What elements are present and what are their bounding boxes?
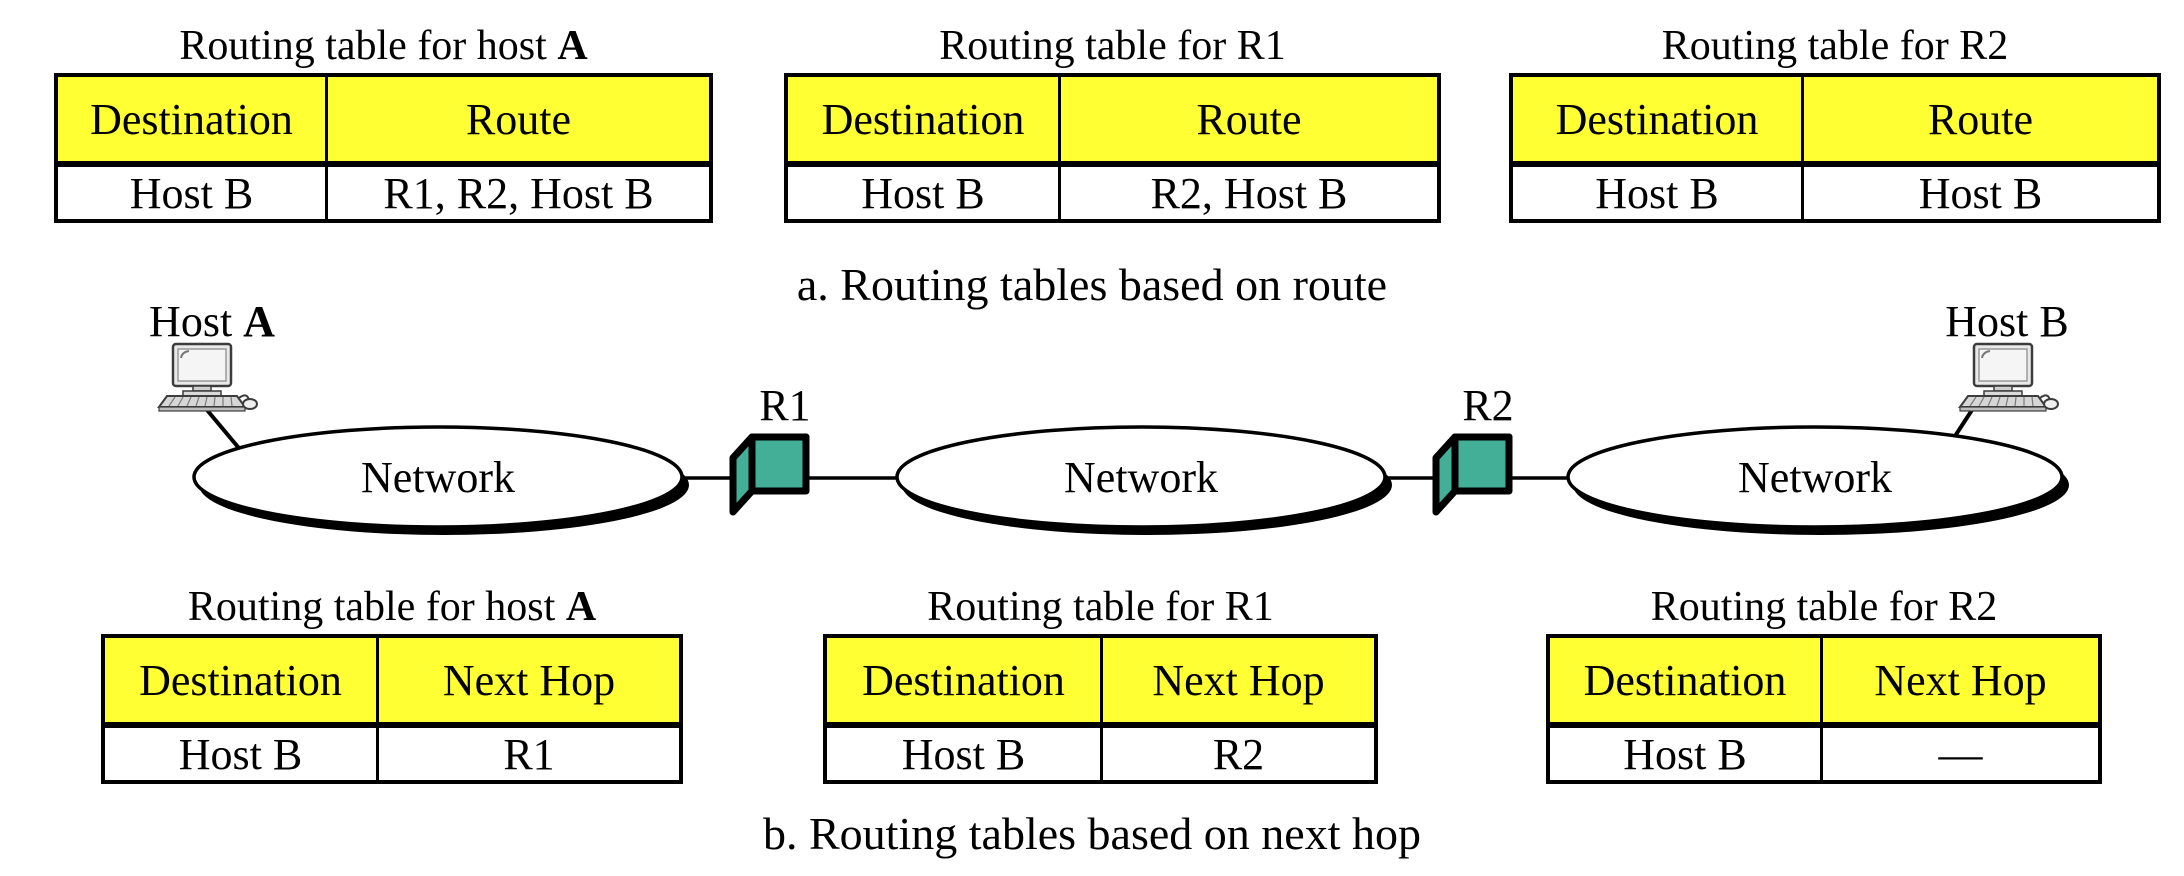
table-title: Routing table for host A [54, 24, 713, 73]
table: Destination Next Hop Host B — [1546, 634, 2102, 784]
cell-destination: Host B [105, 728, 379, 780]
cell-destination: Host B [788, 167, 1061, 219]
table-title: Routing table for R1 [784, 24, 1441, 73]
computer-icon-hostA [157, 342, 259, 413]
header-destination: Destination [1550, 638, 1823, 728]
header-route: Route [1061, 77, 1437, 167]
table-title-text: Routing table for R1 [939, 23, 1286, 69]
label-host-b: Host B [1945, 297, 2069, 346]
table-title: Routing table for R2 [1509, 24, 2161, 73]
table-title-text: Routing table for host [179, 23, 558, 69]
table: Destination Next Hop Host B R2 [823, 634, 1378, 784]
table-title-bold: A [557, 23, 588, 69]
table-title: Routing table for R1 [823, 585, 1378, 634]
label-router-r1: R1 [759, 381, 811, 430]
caption-a: a. Routing tables based on route [796, 259, 1388, 310]
table-title: Routing table for host A [101, 585, 683, 634]
table-title: Routing table for R2 [1546, 585, 2102, 634]
routing-table-nexthop-R1: Routing table for R1 Destination Next Ho… [823, 585, 1378, 784]
label-host-a: Host A [62, 296, 362, 348]
cell-destination: Host B [827, 728, 1103, 780]
routing-table-nexthop-R2: Routing table for R2 Destination Next Ho… [1546, 585, 2102, 784]
header-next-hop: Next Hop [379, 638, 679, 728]
header-destination: Destination [1513, 77, 1804, 167]
cell-route: R1, R2, Host B [328, 167, 709, 219]
routing-table-nexthop-hostA: Routing table for host A Destination Nex… [101, 585, 683, 784]
table-title-text: Routing table for R2 [1650, 584, 1998, 630]
cell-next-hop: R2 [1103, 728, 1374, 780]
header-next-hop: Next Hop [1823, 638, 2098, 728]
cell-destination: Host B [1550, 728, 1823, 780]
label-host-a-text: Host [149, 297, 244, 346]
label-network-1: Network [361, 453, 515, 502]
cell-next-hop: — [1823, 728, 2098, 780]
header-destination: Destination [827, 638, 1103, 728]
label-network-2: Network [1064, 453, 1218, 502]
cell-route: Host B [1804, 167, 2157, 219]
caption-b: b. Routing tables based on next hop [763, 808, 1421, 859]
label-network-3: Network [1738, 453, 1892, 502]
network-ellipse-3 [1566, 425, 2069, 535]
router-R2-icon [1436, 437, 1509, 512]
cell-next-hop: R1 [379, 728, 679, 780]
cell-destination: Host B [1513, 167, 1804, 219]
table: Destination Route Host B Host B [1509, 73, 2161, 223]
routing-table-route-hostA: Routing table for host A Destination Rou… [54, 24, 713, 223]
header-route: Route [328, 77, 709, 167]
cell-route: R2, Host B [1061, 167, 1437, 219]
network-ellipse-1 [192, 425, 689, 535]
header-destination: Destination [105, 638, 379, 728]
routing-table-route-R2: Routing table for R2 Destination Route H… [1509, 24, 2161, 223]
table-title-text: Routing table for R1 [927, 584, 1274, 630]
table-title-text: Routing table for host [187, 584, 566, 630]
header-destination: Destination [58, 77, 328, 167]
header-next-hop: Next Hop [1103, 638, 1374, 728]
cell-destination: Host B [58, 167, 328, 219]
table-title-text: Routing table for R2 [1661, 23, 2009, 69]
network-ellipse-2 [895, 425, 1392, 535]
header-destination: Destination [788, 77, 1061, 167]
routing-table-route-R1: Routing table for R1 Destination Route H… [784, 24, 1441, 223]
label-host-a-bold: A [243, 297, 275, 346]
header-route: Route [1804, 77, 2157, 167]
table: Destination Route Host B R2, Host B [784, 73, 1441, 223]
network-diagram [157, 342, 2069, 535]
table-title-bold: A [565, 584, 597, 630]
table: Destination Route Host B R1, R2, Host B [54, 73, 713, 223]
computer-icon-hostB [1958, 342, 2060, 413]
link-hostA-network1 [205, 408, 245, 455]
router-R1-icon [733, 437, 806, 512]
label-router-r2: R2 [1462, 381, 1514, 430]
table: Destination Next Hop Host B R1 [101, 634, 683, 784]
